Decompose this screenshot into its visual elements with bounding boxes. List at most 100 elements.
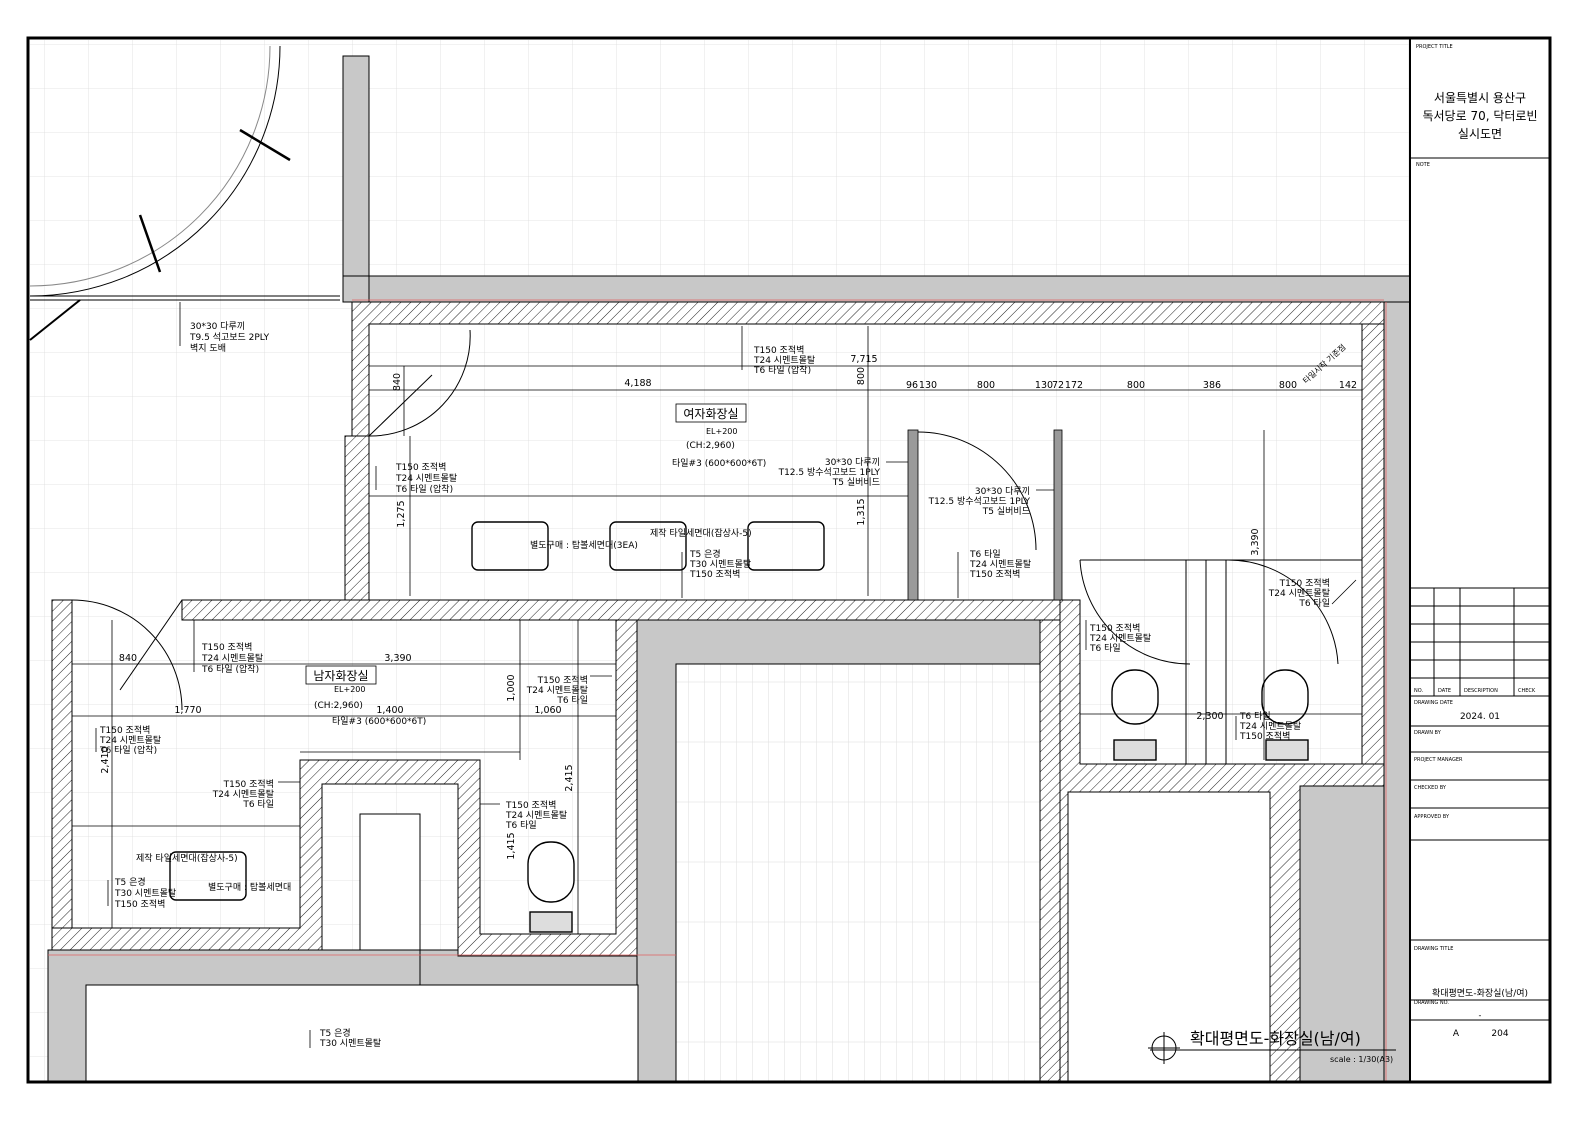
svg-text:T30 시멘트몰탈: T30 시멘트몰탈 xyxy=(689,559,751,570)
svg-text:T150 조적벽: T150 조적벽 xyxy=(1089,622,1140,634)
svg-text:T150 조적벽: T150 조적벽 xyxy=(537,674,588,686)
men-room-ch: (CH:2,960) xyxy=(314,701,363,711)
corridor-plank-floor xyxy=(675,663,1041,1083)
dim-stall-bottom: 2,300 xyxy=(1196,711,1223,722)
dim-seg-3: 130 xyxy=(1035,380,1053,391)
note-women-sink-supply: 별도구매 : 탑볼세면대(3EA) xyxy=(530,539,638,551)
note-corridor-wall: 30*30 다루끼 T9.5 석고보드 2PLY 벽지 도배 xyxy=(189,321,270,354)
note-stall-bottom-wall: T6 타일 T24 시멘트몰탈 T150 조적벽 xyxy=(1239,711,1301,742)
toilets xyxy=(527,669,1309,933)
men-vanity xyxy=(72,825,300,901)
svg-text:T24 시멘트몰탈: T24 시멘트몰탈 xyxy=(526,685,588,696)
svg-text:T6 타일 (압착): T6 타일 (압착) xyxy=(201,663,259,675)
tb-scale-value: - xyxy=(1479,1011,1482,1020)
tb-rev-no: NO. xyxy=(1414,688,1423,694)
svg-text:T24 시멘트몰탈: T24 시멘트몰탈 xyxy=(1239,721,1301,732)
sheet-frame xyxy=(26,36,1552,1084)
tb-sheet-number: 204 xyxy=(1491,1029,1508,1039)
boundary-red-line xyxy=(48,299,1387,1082)
dim-seg-7: 386 xyxy=(1203,380,1221,391)
svg-text:T5 실버비드: T5 실버비드 xyxy=(982,506,1030,517)
dim-seg-0: 96 xyxy=(906,380,918,391)
tb-project-line2: 독서당로 70, 닥터로빈 xyxy=(1422,109,1537,123)
dim-seg-8: 800 xyxy=(1279,380,1297,391)
note-women-left-wall: T150 조적벽 T24 시멘트몰탈 T6 타일 (압착) xyxy=(395,461,457,495)
note-women-sink-make: 제작 타일세면대(잡상사-5) xyxy=(650,527,752,539)
dim-women-stall-depth: 3,390 xyxy=(1250,528,1261,555)
svg-text:T24 시멘트몰탈: T24 시멘트몰탈 xyxy=(1268,588,1330,599)
dimension-lines xyxy=(72,326,1362,934)
dim-men-toilet-depth: 2,415 xyxy=(564,764,575,791)
svg-text:T150 조적벽: T150 조적벽 xyxy=(969,568,1020,580)
svg-text:T6 타일: T6 타일 xyxy=(969,549,1001,560)
tb-project-line1: 서울특별시 용산구 xyxy=(1434,91,1526,105)
svg-text:T150 조적벽: T150 조적벽 xyxy=(505,799,556,811)
note-stall-right-wall: T150 조적벽 T24 시멘트몰탈 T6 타일 xyxy=(1268,577,1330,609)
svg-text:T6 타일 (압착): T6 타일 (압착) xyxy=(395,483,453,495)
dim-men-right: 1,060 xyxy=(534,705,561,716)
svg-text:T6 타일 (압착): T6 타일 (압착) xyxy=(753,364,811,376)
men-room-tile: 타일#3 (600*600*6T) xyxy=(332,716,426,727)
dim-men-door: 840 xyxy=(119,653,137,664)
rotunda xyxy=(29,45,340,341)
dim-seg-9: 142 xyxy=(1339,380,1357,391)
tb-drawing-title: 확대평면도-화장실(남/여) xyxy=(1432,987,1528,999)
note-stall-partition: 30*30 다루끼 T12.5 방수석고보드 1PLY T5 실버비드 xyxy=(928,486,1031,517)
svg-text:T5 실버비드: T5 실버비드 xyxy=(832,477,880,488)
men-room-tag xyxy=(305,665,377,685)
hatched-walls xyxy=(51,301,1385,1083)
note-men-toilet-wall: T150 조적벽 T24 시멘트몰탈 T6 타일 xyxy=(505,799,567,831)
svg-text:T6 타일: T6 타일 xyxy=(1089,643,1121,654)
tb-project-title-label: PROJECT TITLE xyxy=(1416,44,1453,50)
svg-text:T150 조적벽: T150 조적벽 xyxy=(223,778,274,790)
plan-title-symbol xyxy=(1148,1032,1396,1064)
tb-checked-label: CHECKED BY xyxy=(1414,785,1447,791)
tb-approved-label: APPROVED BY xyxy=(1414,814,1450,820)
women-vanity xyxy=(369,495,908,571)
dim-women-partition-depth: 1,315 xyxy=(856,498,867,525)
svg-text:T6 타일 (압착): T6 타일 (압착) xyxy=(99,744,157,756)
men-room-el: EL+200 xyxy=(334,685,365,694)
svg-text:T150 조적벽: T150 조적벽 xyxy=(395,461,446,473)
dim-men-toilet-width: 1,415 xyxy=(506,832,517,859)
note-women-counter: T5 은경 T30 시멘트몰탈 T150 조적벽 xyxy=(689,548,751,580)
dim-men-mid: 1,400 xyxy=(376,705,403,716)
note-lower-room: T5 은경 T30 시멘트몰탈 xyxy=(319,1027,381,1049)
svg-text:T24 시멘트몰탈: T24 시멘트몰탈 xyxy=(505,810,567,821)
tb-drawn-by-label: DRAWN BY xyxy=(1414,730,1442,736)
dim-women-room: 4,188 xyxy=(624,378,651,389)
plan-title: 확대평면도-화장실(남/여) xyxy=(1190,1029,1361,1048)
svg-text:T150 조적벽: T150 조적벽 xyxy=(1279,577,1330,589)
tb-drawing-no-label: DRAWING NO. xyxy=(1414,1000,1449,1006)
svg-text:T5 은경: T5 은경 xyxy=(319,1027,351,1039)
note-women-partition: 30*30 다루끼 T12.5 방수석고보드 1PLY T5 실버비드 xyxy=(778,457,881,488)
svg-text:T6 타일: T6 타일 xyxy=(1239,711,1271,722)
women-room-el: EL+200 xyxy=(706,427,737,436)
note-men-counter: T5 은경 T30 시멘트몰탈 T150 조적벽 xyxy=(114,876,176,910)
svg-text:T24 시멘트몰탈: T24 시멘트몰탈 xyxy=(201,653,263,664)
svg-text:T150 조적벽: T150 조적벽 xyxy=(201,641,252,653)
svg-text:T6 타일: T6 타일 xyxy=(1298,598,1330,609)
dim-men-left: 1,770 xyxy=(174,705,201,716)
svg-text:T6 타일: T6 타일 xyxy=(242,799,274,810)
svg-text:T9.5 석고보드 2PLY: T9.5 석고보드 2PLY xyxy=(189,332,270,343)
structural-walls xyxy=(47,55,1411,1083)
svg-text:T24 시멘트몰탈: T24 시멘트몰탈 xyxy=(969,559,1031,570)
svg-text:T12.5 방수석고보드 1PLY: T12.5 방수석고보드 1PLY xyxy=(778,467,881,478)
svg-text:30*30 다루끼: 30*30 다루끼 xyxy=(190,321,245,332)
dim-men-total-depth: 2,410 xyxy=(100,746,111,773)
svg-text:T150 조적벽: T150 조적벽 xyxy=(689,568,740,580)
svg-text:T24 시멘트몰탈: T24 시멘트몰탈 xyxy=(753,355,815,366)
svg-text:T24 시멘트몰탈: T24 시멘트몰탈 xyxy=(212,789,274,800)
note-men-sink-supply: 별도구매 : 탑볼세면대 xyxy=(208,881,291,893)
note-men-left-wall: T150 조적벽 T24 시멘트몰탈 T6 타일 (압착) xyxy=(99,724,161,756)
svg-text:T30 시멘트몰탈: T30 시멘트몰탈 xyxy=(319,1038,381,1049)
svg-text:T150 조적벽: T150 조적벽 xyxy=(114,898,165,910)
note-stall-left-wall: T150 조적벽 T24 시멘트몰탈 T6 타일 xyxy=(1089,622,1151,654)
tb-rev-date: DATE xyxy=(1438,688,1451,694)
women-room-tag xyxy=(675,403,747,423)
svg-text:T150 조적벽: T150 조적벽 xyxy=(99,724,150,736)
tb-pm-label: PROJECT MANAGER xyxy=(1414,757,1463,763)
tb-rev-desc: DESCRIPTION xyxy=(1464,688,1498,694)
